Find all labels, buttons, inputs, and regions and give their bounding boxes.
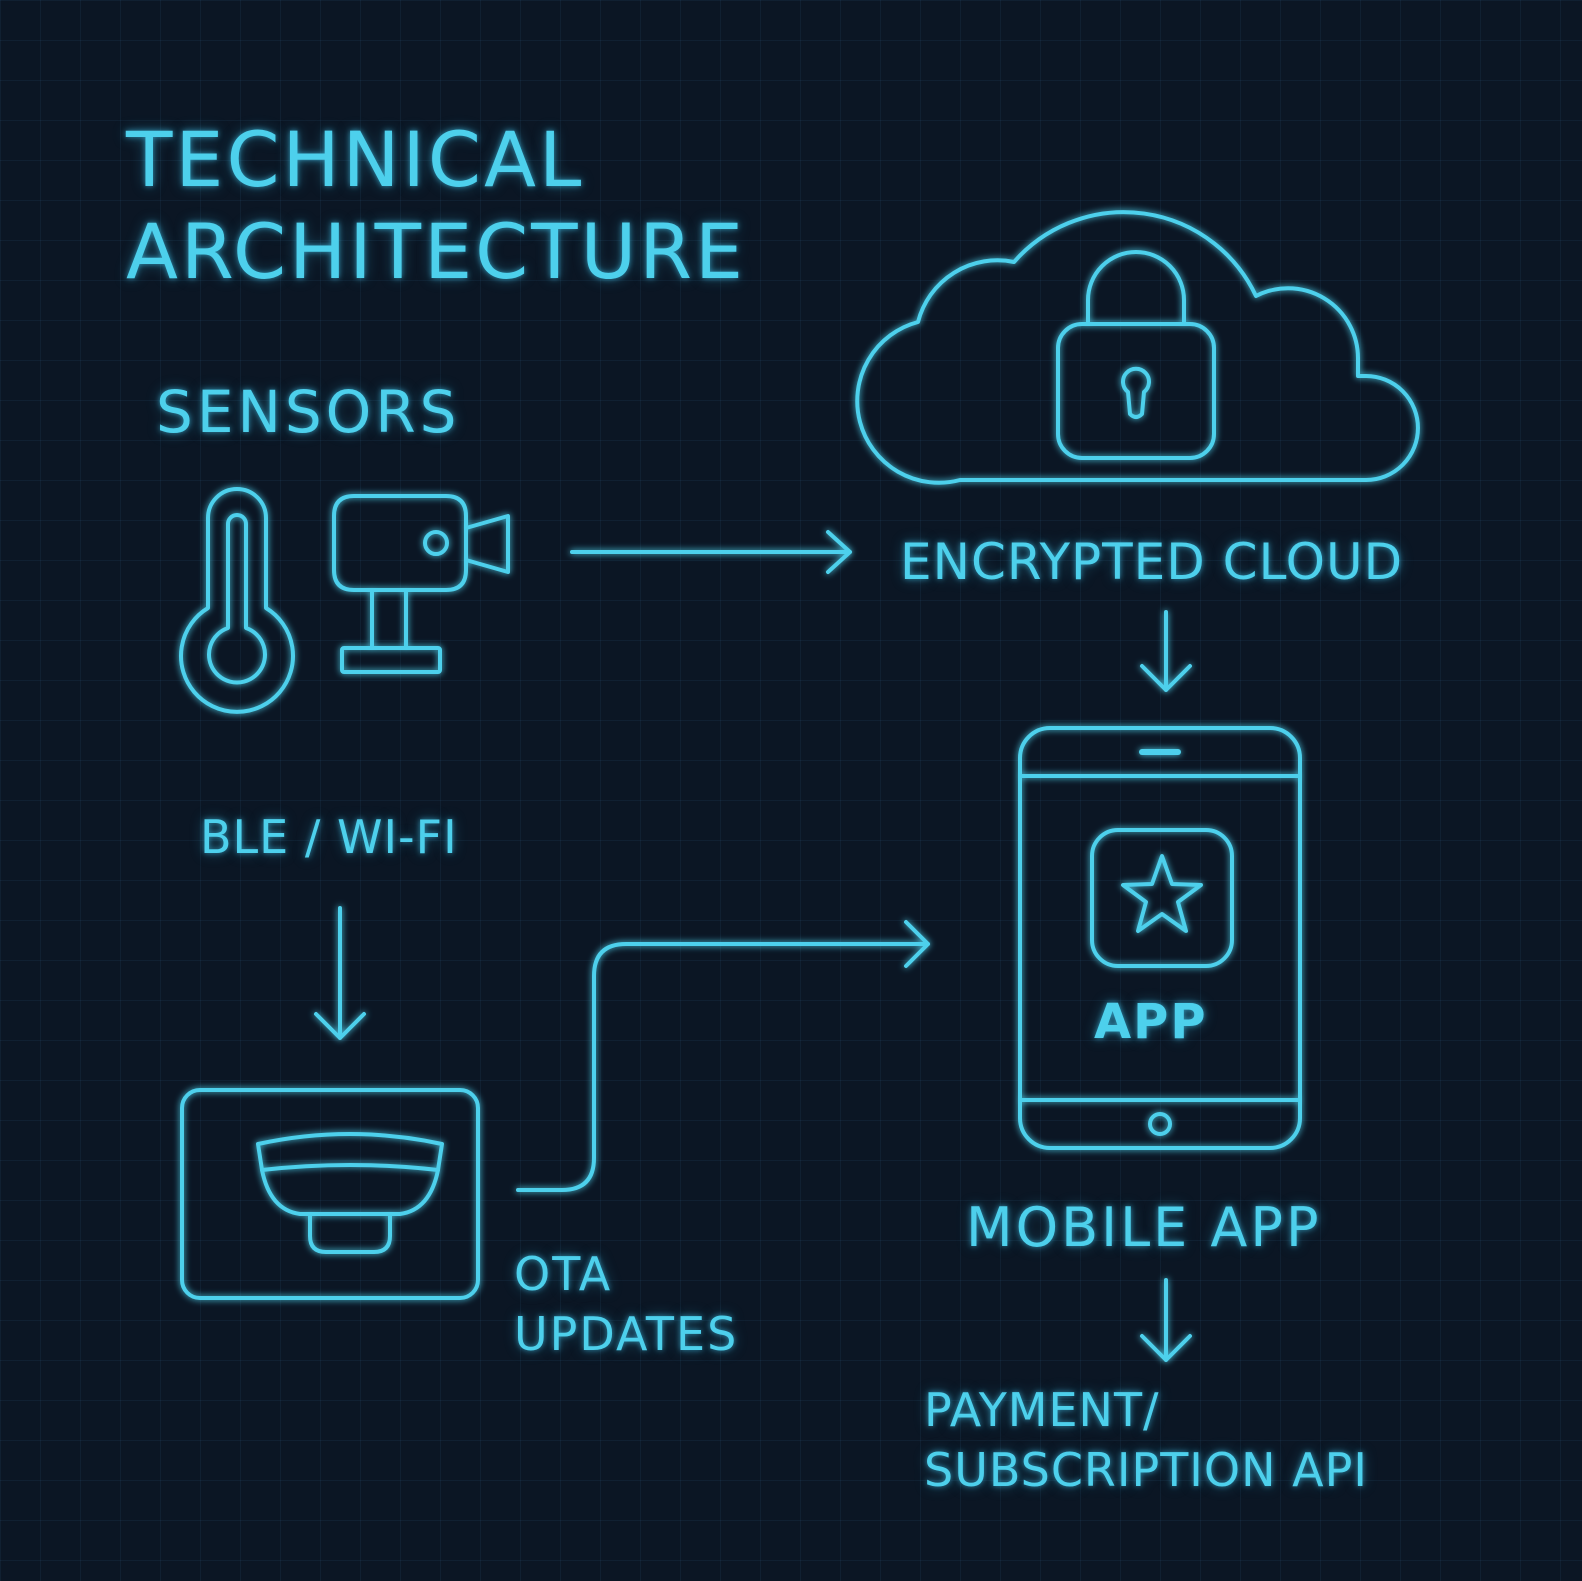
payment-line-1: PAYMENT/	[924, 1383, 1160, 1437]
ota-line-1: OTA	[514, 1247, 613, 1301]
title-line-2: ARCHITECTURE	[126, 207, 747, 296]
payment-api-label: PAYMENT/ SUBSCRIPTION API	[924, 1380, 1368, 1500]
title-line-1: TECHNICAL	[126, 115, 585, 204]
arrow-app-to-payment	[1140, 1278, 1192, 1362]
ota-updates-label: OTA UPDATES	[514, 1244, 738, 1364]
sensors-label: SENSORS	[156, 378, 461, 446]
arrow-cloud-to-app	[1140, 610, 1192, 692]
page-title: TECHNICAL ARCHITECTURE	[126, 114, 746, 298]
arrow-sensors-to-cloud	[570, 530, 852, 574]
arrow-hub-to-app	[516, 920, 930, 1192]
thermometer-icon	[179, 487, 295, 714]
lock-icon	[1056, 250, 1216, 460]
smartphone-icon	[1018, 726, 1302, 1150]
payment-line-2: SUBSCRIPTION API	[924, 1443, 1368, 1497]
encrypted-cloud-label: ENCRYPTED CLOUD	[900, 533, 1404, 591]
star-icon	[1121, 854, 1203, 933]
app-badge-text: APP	[1094, 994, 1208, 1050]
ble-wifi-label: BLE / WI-FI	[200, 810, 458, 864]
hub-device-icon	[180, 1088, 480, 1300]
camera-icon	[332, 494, 510, 674]
cloud-icon	[855, 210, 1420, 485]
arrow-ble-to-hub	[314, 906, 366, 1040]
mobile-app-label: MOBILE APP	[966, 1196, 1322, 1259]
ota-line-2: UPDATES	[514, 1307, 739, 1361]
